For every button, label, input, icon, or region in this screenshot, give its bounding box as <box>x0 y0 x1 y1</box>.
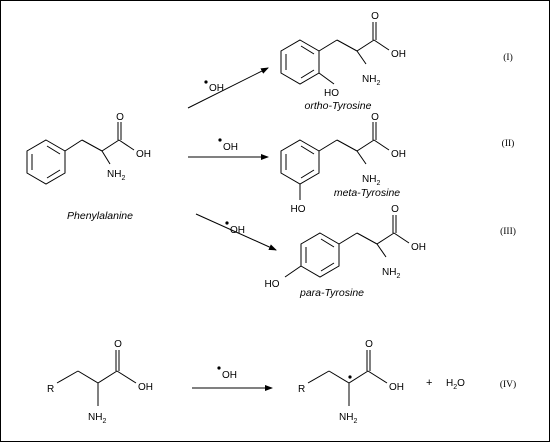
reagent-2-label: OH <box>223 142 238 153</box>
meta-tyrosine-structure: O OH NH2 HO meta-Tyrosine (II) <box>280 112 515 215</box>
svg-text:O: O <box>114 339 122 350</box>
r-group-product-label: R <box>298 384 305 395</box>
meta-ho-label: HO <box>291 204 306 215</box>
reaction-number-3: (III) <box>500 226 516 237</box>
reaction-number-2: (II) <box>502 138 515 149</box>
meta-tyrosine-name: meta-Tyrosine <box>334 187 400 199</box>
svg-text:OH: OH <box>391 149 406 160</box>
reaction-number-1: (I) <box>503 52 513 63</box>
phe-carbonyl-o: O <box>116 112 124 123</box>
reaction-number-4: (IV) <box>500 379 516 390</box>
arrow-3: OH <box>195 213 277 251</box>
arrow-1: OH <box>187 67 269 109</box>
svg-text:OH: OH <box>138 382 153 393</box>
svg-text:NH2: NH2 <box>362 174 380 187</box>
ortho-tyrosine-name: ortho-Tyrosine <box>305 100 372 112</box>
svg-text:O: O <box>371 112 379 123</box>
svg-text:NH2: NH2 <box>339 412 357 425</box>
svg-text:O: O <box>371 11 379 22</box>
phenylalanine-name: Phenylalanine <box>67 210 133 222</box>
svg-text:NH2: NH2 <box>382 267 400 280</box>
water-label: H2O <box>446 378 465 391</box>
para-tyrosine-name: para-Tyrosine <box>299 287 364 299</box>
reagent-3-label: OH <box>230 225 245 236</box>
ortho-tyrosine-structure: O OH NH2 HO ortho-Tyrosine (I) <box>280 11 513 112</box>
phenylalanine-ring <box>26 139 66 185</box>
phe-oh-label: OH <box>136 149 151 160</box>
svg-text:NH2: NH2 <box>362 74 380 87</box>
svg-text:O: O <box>391 204 399 215</box>
svg-text:OH: OH <box>411 242 426 253</box>
arrow-2: OH <box>188 138 269 160</box>
svg-text:NH2: NH2 <box>88 412 106 425</box>
phenylalanine-structure: O OH NH2 Phenylalanine <box>26 112 151 222</box>
radical-dot <box>348 375 352 379</box>
svg-text:O: O <box>365 339 373 350</box>
phe-nh2-label: NH2 <box>107 169 125 182</box>
reaction-iv: R O OH NH2 OH R O OH NH2 + H2O (IV) <box>47 339 516 425</box>
svg-text:OH: OH <box>389 382 404 393</box>
plus-sign: + <box>426 377 432 389</box>
para-tyrosine-structure: O OH NH2 HO para-Tyrosine (III) <box>265 204 516 299</box>
reagent-4-label: OH <box>222 370 237 381</box>
reagent-1-label: OH <box>209 83 224 94</box>
para-ho-label: HO <box>265 279 280 290</box>
svg-text:OH: OH <box>391 49 406 60</box>
ortho-ho-label: HO <box>324 88 339 99</box>
r-group-label: R <box>47 384 54 395</box>
